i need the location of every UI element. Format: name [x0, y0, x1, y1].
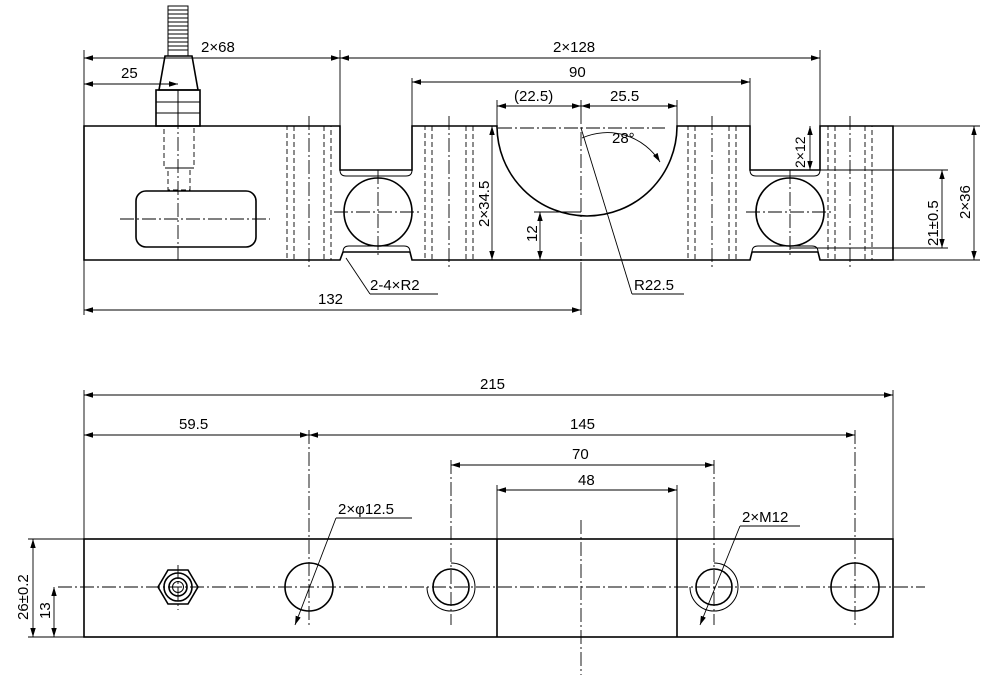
dim-90: 90 — [569, 64, 586, 81]
top-view: 2×68 25 2×128 90 (22.5) 25.5 28° R22.5 — [83, 5, 980, 315]
dim-25-5: 25.5 — [610, 88, 639, 105]
top-body-outline — [83, 125, 894, 261]
dim-21: 21±0.5 — [925, 200, 942, 246]
dim-2x36: 2×36 — [957, 185, 974, 219]
dim-2x12: 2×12 — [792, 136, 808, 168]
dim-22-5: (22.5) — [514, 88, 553, 105]
dim-2x128: 2×128 — [553, 39, 595, 56]
top-dimensions: 2×68 25 2×128 90 (22.5) 25.5 28° R22.5 — [83, 39, 980, 315]
dim-132: 132 — [318, 291, 343, 308]
dim-12: 12 — [524, 225, 541, 242]
dim-2xm12: 2×M12 — [742, 509, 788, 526]
bottom-view: 215 59.5 145 70 48 2×φ12.5 2×M12 26±0.2 — [15, 376, 925, 675]
bottom-dimensions: 215 59.5 145 70 48 2×φ12.5 2×M12 26±0.2 — [15, 376, 894, 638]
dim-59-5: 59.5 — [179, 416, 208, 433]
dim-2x34-5: 2×34.5 — [476, 181, 493, 227]
dim-145: 145 — [570, 416, 595, 433]
dim-25: 25 — [121, 65, 138, 82]
dim-48: 48 — [578, 472, 595, 489]
dim-2-4xr2: 2-4×R2 — [370, 277, 420, 294]
dim-r22-5: R22.5 — [634, 277, 674, 294]
dim-70: 70 — [572, 446, 589, 463]
dim-2x-dia-12-5: 2×φ12.5 — [338, 501, 394, 518]
dim-28-deg: 28° — [612, 130, 635, 147]
dim-215: 215 — [480, 376, 505, 393]
dim-26: 26±0.2 — [15, 574, 32, 620]
bottom-body-outline — [83, 538, 894, 638]
dim-2x68: 2×68 — [201, 39, 235, 56]
dim-13: 13 — [37, 602, 54, 619]
